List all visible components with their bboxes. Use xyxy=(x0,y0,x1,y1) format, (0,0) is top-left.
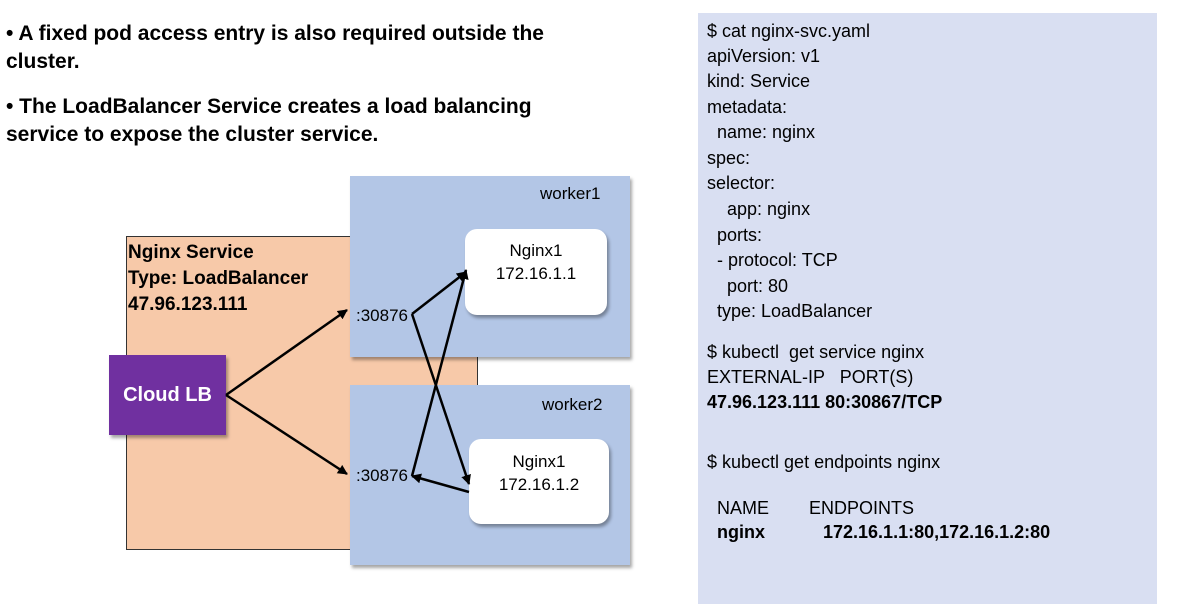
yaml-line: app: nginx xyxy=(707,199,811,219)
yaml-command: $ cat nginx-svc.yaml xyxy=(707,21,871,41)
arrow-pod2-to-node2 xyxy=(411,473,470,494)
arrow-node1-to-pod2 xyxy=(410,313,471,485)
pod-nginx-2: Nginx1 172.16.1.2 xyxy=(469,439,609,524)
pod-nginx-1: Nginx1 172.16.1.1 xyxy=(465,229,607,315)
service-title: Nginx Service xyxy=(128,242,254,263)
pod-name: Nginx1 xyxy=(509,241,563,260)
bullet-fixed-access: • A fixed pod access entry is also requi… xyxy=(6,22,544,73)
node-port-label: :30876 xyxy=(356,306,408,325)
ep-header: NAME ENDPOINTS xyxy=(717,498,915,518)
svc-command: $ kubectl get service nginx xyxy=(707,342,925,362)
yaml-line: port: 80 xyxy=(707,276,789,296)
yaml-line: selector: xyxy=(707,173,776,193)
yaml-line: apiVersion: v1 xyxy=(707,46,821,66)
pod-ip: 172.16.1.1 xyxy=(495,264,577,283)
yaml-line: name: nginx xyxy=(707,122,816,142)
worker-label: worker1 xyxy=(540,184,601,203)
arrow-node1-to-pod1 xyxy=(411,271,467,315)
pod-ip: 172.16.1.2 xyxy=(498,475,580,494)
service-info: Nginx Service Type: LoadBalancer 47.96.1… xyxy=(128,240,308,318)
ep-value: 172.16.1.1:80,172.16.1.2:80 xyxy=(823,522,1051,542)
node-port-label: :30876 xyxy=(356,466,408,485)
bullet-loadbalancer: • The LoadBalancer Service creates a loa… xyxy=(6,95,532,146)
yaml-line: type: LoadBalancer xyxy=(707,301,873,321)
pod-name: Nginx1 xyxy=(512,452,566,471)
yaml-line: spec: xyxy=(707,148,751,168)
cloud-lb-box: Cloud LB xyxy=(109,355,226,435)
svc-value: 47.96.123.111 80:30867/TCP xyxy=(707,392,943,412)
yaml-line: kind: Service xyxy=(707,71,811,91)
yaml-line: ports: xyxy=(707,225,763,245)
yaml-line: - protocol: TCP xyxy=(707,250,838,270)
arrow-lb-to-node1 xyxy=(225,308,348,397)
service-type: Type: LoadBalancer xyxy=(128,268,309,289)
service-ip: 47.96.123.111 xyxy=(128,294,248,315)
yaml-line: metadata: xyxy=(707,97,788,117)
worker-label: worker2 xyxy=(542,395,603,414)
code-panel xyxy=(698,13,1157,604)
ep-name: nginx xyxy=(717,522,765,542)
cloud-lb-label: Cloud LB xyxy=(123,383,212,406)
svc-header: EXTERNAL-IP PORT(S) xyxy=(707,367,914,387)
arrow-node2-to-pod1 xyxy=(410,269,469,477)
traffic-arrows xyxy=(225,269,471,494)
arrow-lb-to-node2 xyxy=(225,393,348,476)
ep-command: $ kubectl get endpoints nginx xyxy=(707,452,941,472)
